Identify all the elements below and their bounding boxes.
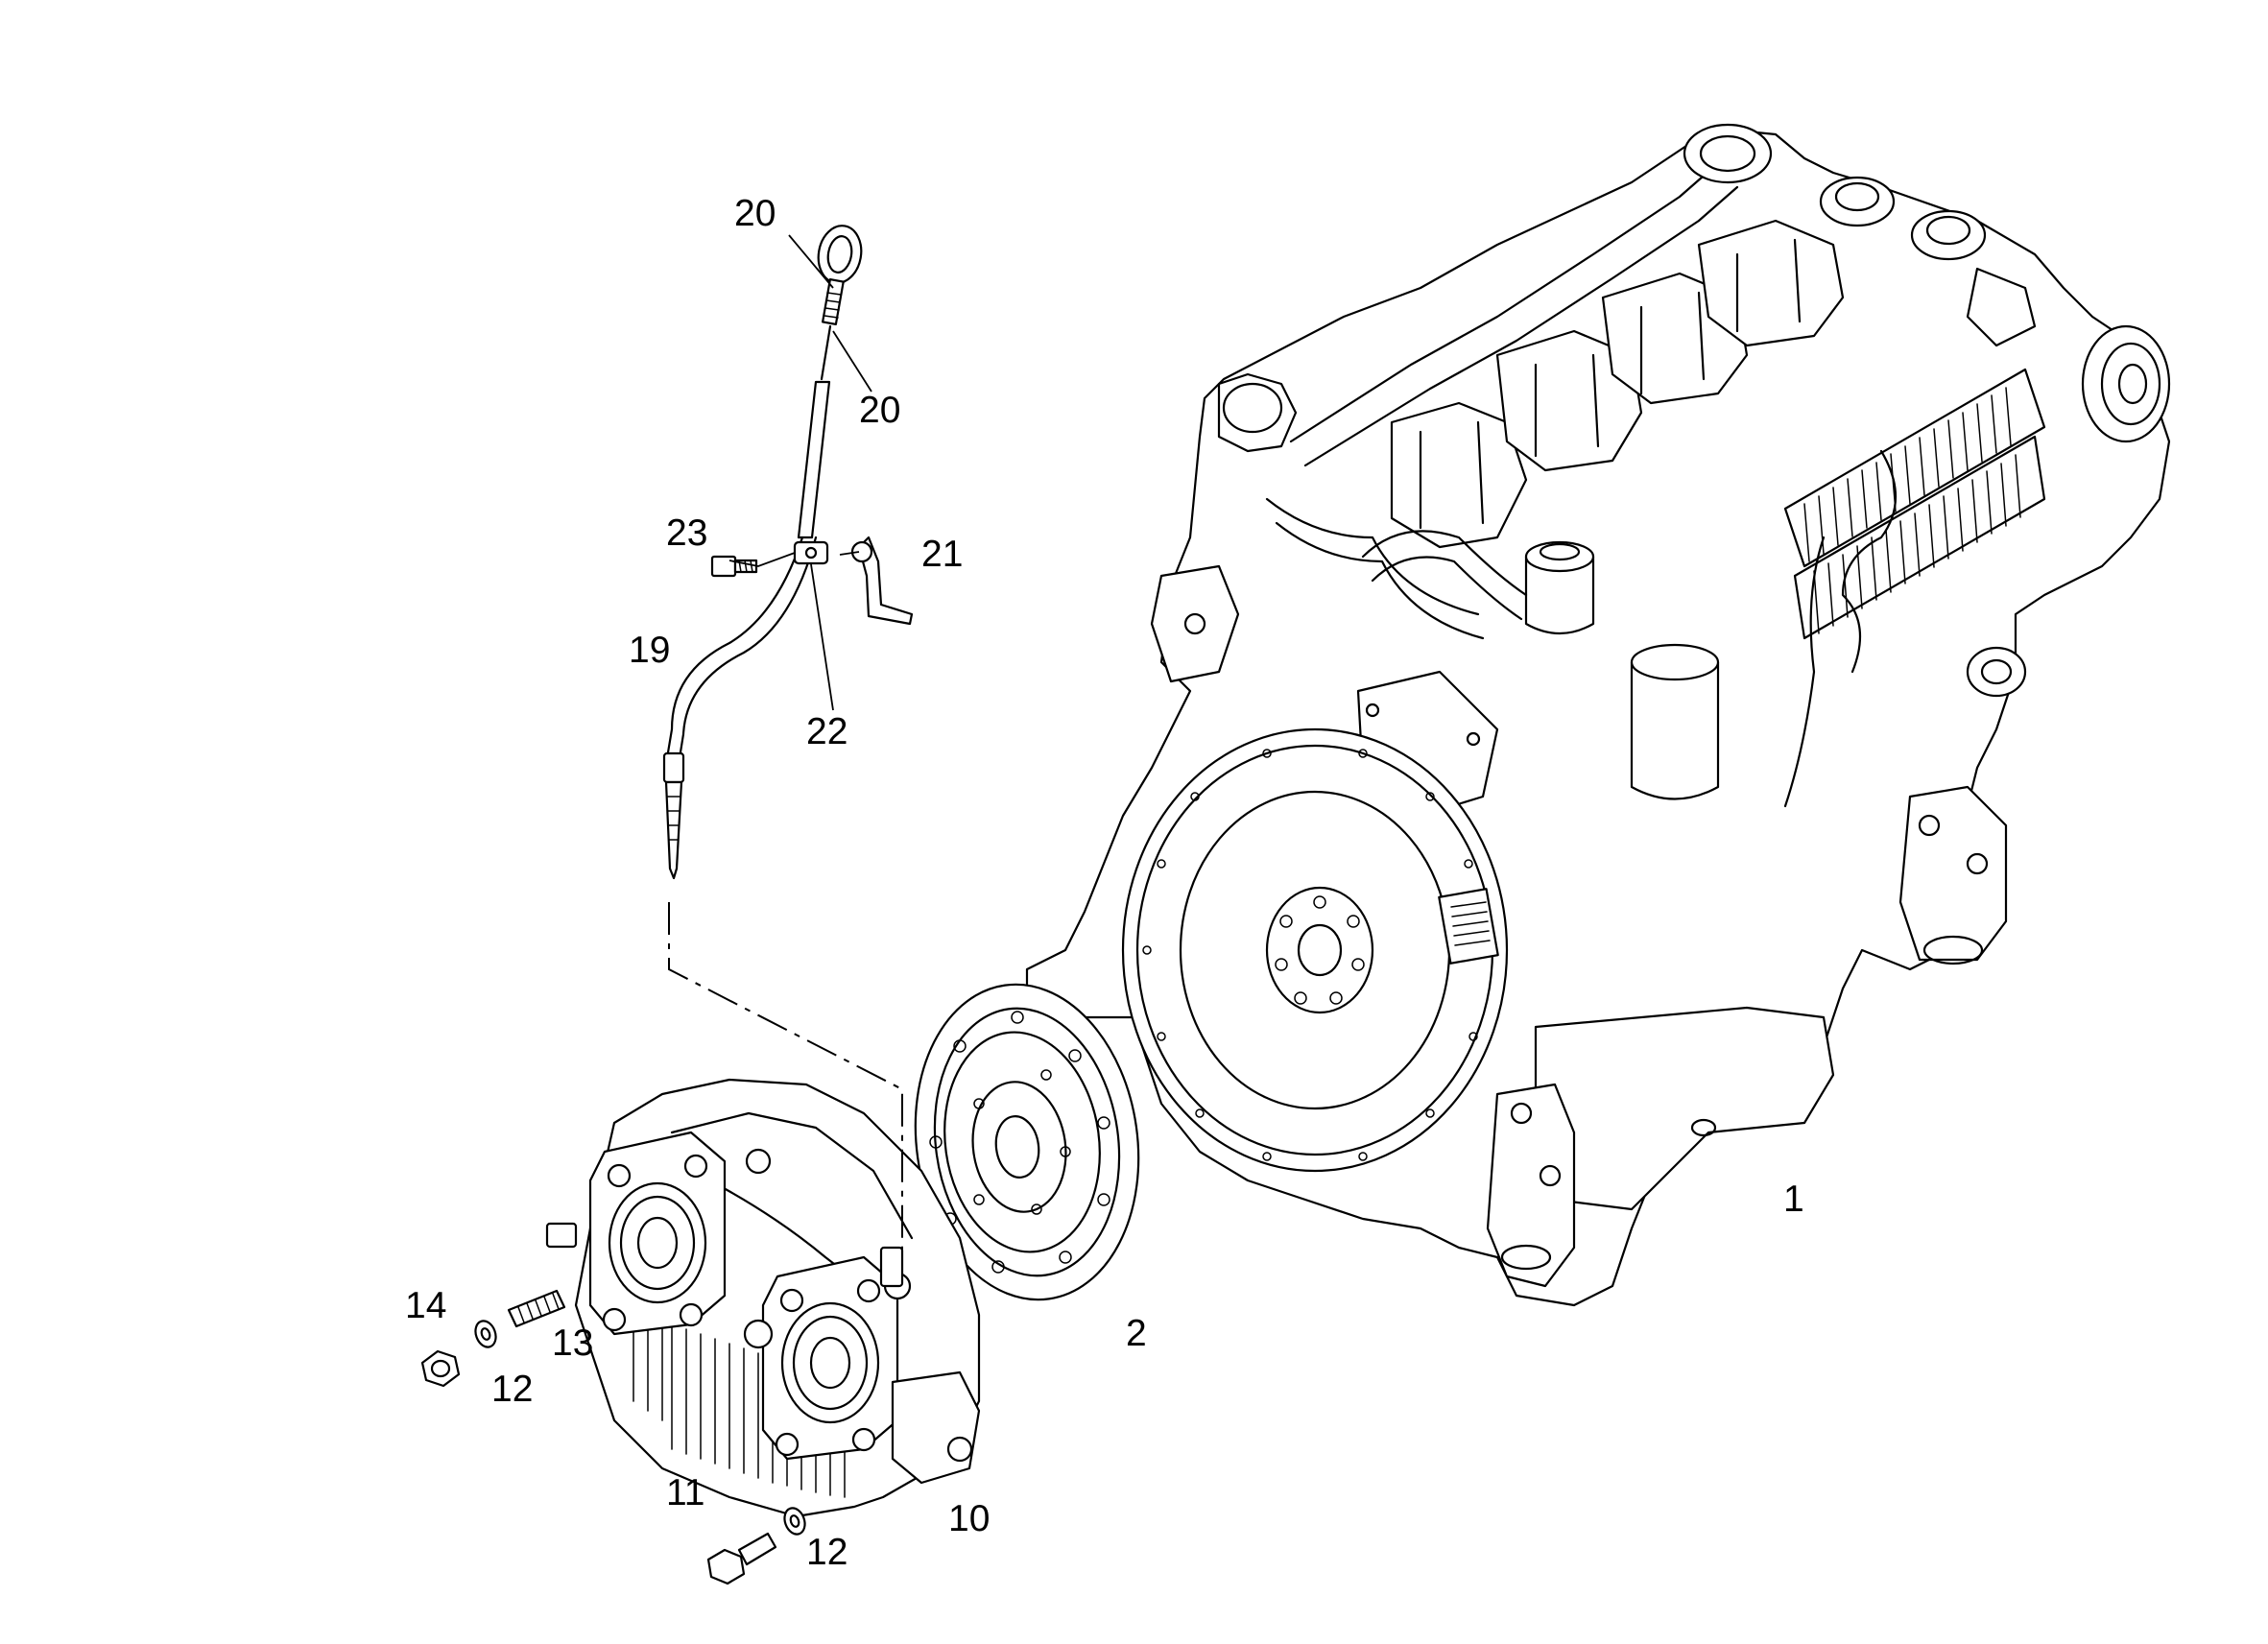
fasteners bbox=[420, 1289, 806, 1585]
callout-11: 11 bbox=[666, 1472, 705, 1513]
leader-lines bbox=[728, 234, 872, 711]
callout-12-upper: 12 bbox=[491, 1369, 533, 1410]
callout-22: 22 bbox=[806, 711, 848, 752]
callout-1: 1 bbox=[1783, 1179, 1804, 1220]
callout-19: 19 bbox=[629, 630, 670, 671]
callout-13: 13 bbox=[552, 1322, 593, 1364]
assembly-line bbox=[668, 902, 903, 1257]
callout-20-lower: 20 bbox=[859, 390, 900, 431]
callout-21: 21 bbox=[921, 534, 963, 575]
engine-assembly bbox=[1025, 123, 2171, 1307]
callout-labels: 1 2 10 11 12 12 13 14 19 20 20 21 22 23 bbox=[405, 193, 1804, 1573]
callout-12-lower: 12 bbox=[806, 1532, 848, 1573]
clutch-disc bbox=[914, 983, 1140, 1301]
callout-14: 14 bbox=[405, 1285, 446, 1326]
flywheel-housing bbox=[545, 1078, 981, 1518]
callout-2: 2 bbox=[1126, 1313, 1147, 1354]
callout-10: 10 bbox=[948, 1498, 990, 1539]
callout-23: 23 bbox=[666, 512, 707, 554]
callout-20-upper: 20 bbox=[734, 193, 776, 234]
